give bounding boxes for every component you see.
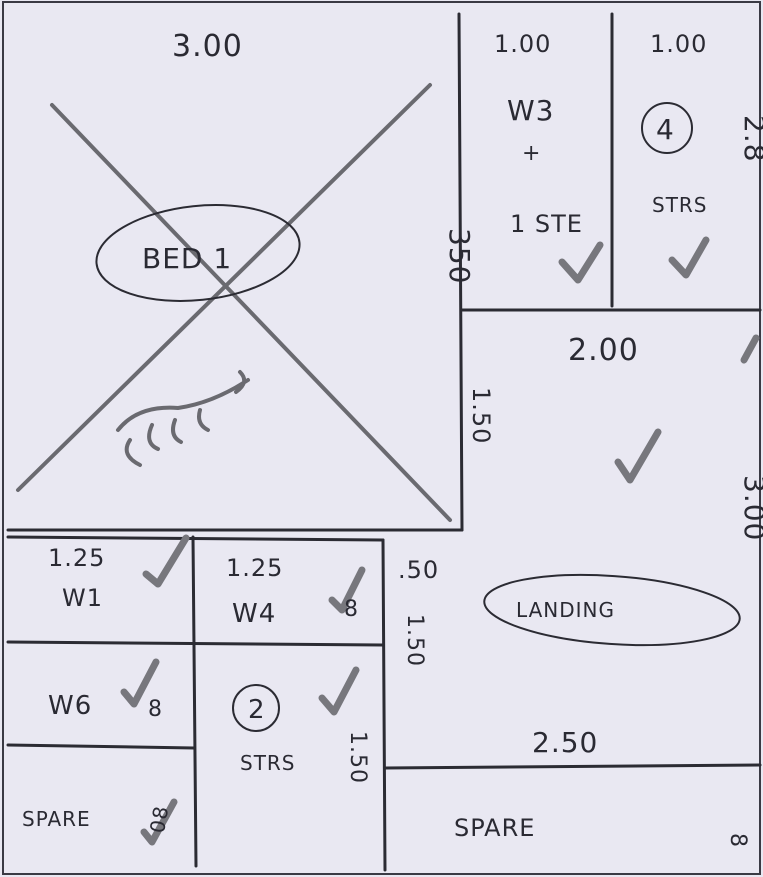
tick-icon <box>558 241 604 284</box>
w4-label: W4 <box>232 599 276 629</box>
w1-bottom-wall <box>6 640 385 647</box>
scribble-mark <box>116 370 250 467</box>
cross-out-icon <box>16 83 432 492</box>
w6-bottom-wall <box>6 743 196 750</box>
spare-right-mark: 8 <box>725 833 750 848</box>
tick-icon <box>614 428 662 484</box>
w4-width: 1.25 <box>226 554 283 582</box>
landing-label-circle <box>483 573 741 647</box>
landing-width: .50 <box>398 556 439 584</box>
stairs2-depth: 1.50 <box>345 731 370 784</box>
w1-label: W1 <box>62 584 103 612</box>
spare-right-label: SPARE <box>454 814 535 842</box>
stairs2-number: 2 <box>248 695 266 725</box>
spare-left-mark: 08 <box>145 804 173 835</box>
lower-top-wall <box>6 535 385 542</box>
tick-icon <box>120 658 160 708</box>
w3-plus: + <box>522 141 541 166</box>
w3-width: 1.00 <box>494 30 551 58</box>
hall-width: 2.00 <box>568 333 639 368</box>
landing-depth: 1.50 <box>402 614 427 667</box>
hall-depth-left: 1.50 <box>467 387 495 444</box>
tick-icon <box>740 334 760 364</box>
stairs4-side: 2.8 <box>738 115 763 163</box>
spare-left-label: SPARE <box>22 807 91 831</box>
stairs4-number: 4 <box>656 113 675 146</box>
middle-column-divider <box>381 538 387 872</box>
stairs4-label: STRS <box>652 193 708 217</box>
bed1-label-circle <box>95 204 301 302</box>
landing-bottom-wall <box>383 763 762 770</box>
w4-mark: 8 <box>344 597 359 622</box>
left-column-divider <box>191 535 198 868</box>
w3-extra: 1 STE <box>510 210 583 238</box>
bed1-label: BED 1 <box>142 242 232 275</box>
w3-label: W3 <box>507 94 555 127</box>
bed1-depth: 350 <box>443 228 476 284</box>
bed1-right-wall <box>457 12 464 532</box>
landing-length: 2.50 <box>532 726 598 759</box>
stairs2-label: STRS <box>240 751 296 775</box>
w6-mark: 8 <box>148 697 163 722</box>
landing-label: LANDING <box>516 598 615 622</box>
stairs4-width: 1.00 <box>650 30 707 58</box>
tick-icon <box>668 236 710 279</box>
w6-label: W6 <box>48 691 92 721</box>
w1-width: 1.25 <box>48 544 105 572</box>
tick-icon <box>142 534 190 588</box>
bed1-width: 3.00 <box>172 29 243 64</box>
tick-icon <box>140 798 178 846</box>
tick-icon <box>328 566 366 614</box>
hall-depth-right: 3.00 <box>738 475 763 541</box>
tick-icon <box>318 666 360 716</box>
stairs-4-circle-icon <box>641 102 693 154</box>
cross-out-icon <box>50 103 452 522</box>
stairs-2-circle-icon <box>232 684 280 732</box>
